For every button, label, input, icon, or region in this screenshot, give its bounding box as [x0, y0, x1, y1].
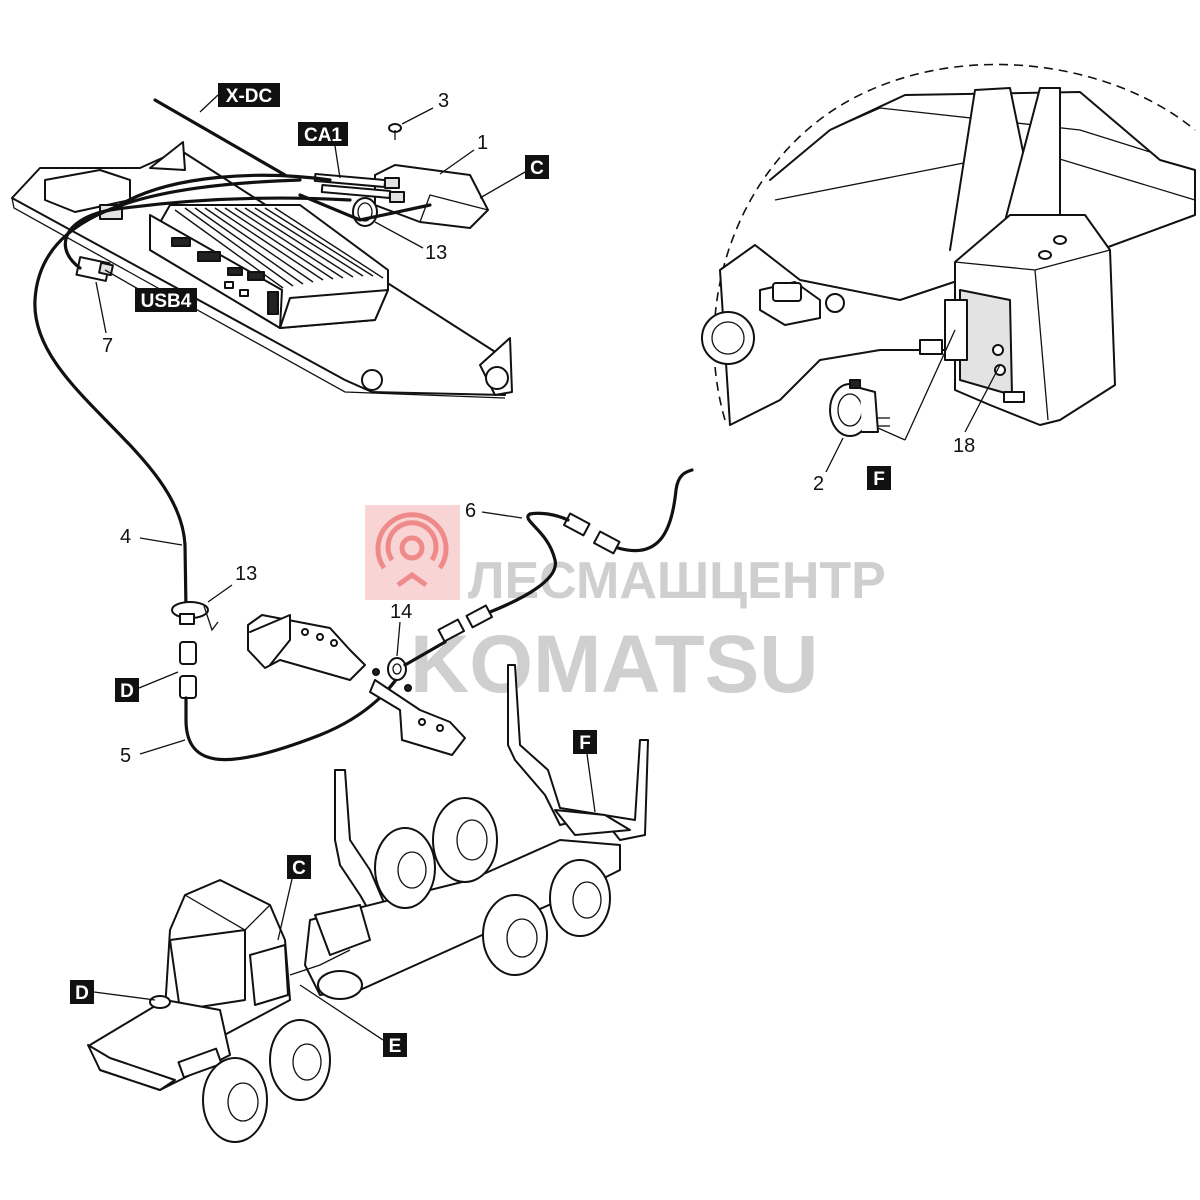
- callout-3: 3: [401, 90, 449, 125]
- wheel-rear-4: [549, 859, 611, 937]
- callout-13-top: 13: [374, 221, 447, 264]
- usb-plug-7: [75, 256, 114, 282]
- watermark-line2: KOMATSU: [410, 619, 818, 710]
- svg-text:13: 13: [235, 563, 257, 585]
- svg-text:CA1: CA1: [304, 125, 342, 146]
- tag-c-top: C: [479, 155, 549, 199]
- tag-f-machine: F: [573, 730, 597, 813]
- cable-usb: [63, 196, 352, 270]
- tag-f-detail: F: [867, 466, 891, 490]
- wheel-rear-1: [432, 797, 498, 883]
- svg-text:F: F: [579, 733, 591, 754]
- svg-text:D: D: [75, 983, 89, 1004]
- plate-knob-left: [361, 369, 383, 391]
- connector-d-lower: [179, 675, 197, 699]
- svg-text:5: 5: [120, 745, 131, 767]
- svg-text:F: F: [873, 469, 885, 490]
- cable-5: [184, 663, 407, 762]
- svg-text:3: 3: [438, 90, 449, 112]
- svg-text:13: 13: [425, 242, 447, 264]
- detail-view-f: [701, 63, 1196, 437]
- callout-7: 7: [95, 281, 113, 357]
- wheel-front-2: [269, 1019, 331, 1101]
- svg-text:D: D: [120, 681, 134, 702]
- bracket-assembly: [247, 614, 466, 756]
- callout-1: 1: [439, 132, 488, 175]
- tag-d-machine: D: [70, 980, 156, 1004]
- watermark-line1: ЛЕСМАШЦЕНТР: [468, 552, 886, 610]
- cable-tie-13-top: [352, 197, 378, 227]
- plate-lip-left: [149, 141, 186, 171]
- callout-2: 2: [813, 437, 844, 495]
- svg-text:2: 2: [813, 473, 824, 495]
- cable-4: [33, 178, 302, 699]
- callout-5: 5: [120, 739, 186, 767]
- svg-text:7: 7: [102, 335, 113, 357]
- wheel-rear-3: [482, 894, 548, 976]
- svg-text:6: 6: [465, 500, 476, 522]
- wheel-rear-2: [374, 827, 436, 909]
- svg-text:14: 14: [390, 601, 412, 623]
- wheel-front-1: [202, 1057, 268, 1143]
- cable-6: [403, 468, 694, 667]
- callout-18: 18: [877, 329, 1001, 457]
- watermark-logo-icon: [375, 512, 449, 588]
- tag-c-machine: C: [277, 855, 311, 941]
- svg-text:1: 1: [477, 132, 488, 154]
- connector-d-upper: [179, 641, 197, 665]
- forwarder-machine: [87, 664, 649, 1143]
- tag-e-machine: E: [299, 984, 407, 1057]
- plate-knob-right: [485, 366, 509, 390]
- tag-d-cable: D: [115, 671, 179, 702]
- svg-text:USB4: USB4: [141, 291, 192, 312]
- watermark: ЛЕСМАШЦЕНТР KOMATSU: [365, 505, 886, 710]
- svg-text:C: C: [530, 158, 544, 179]
- tag-ca1: CA1: [298, 122, 348, 179]
- antenna-plugs: [313, 172, 405, 203]
- cable-x-run: [298, 193, 432, 222]
- cable-ca1: [118, 173, 332, 207]
- computer-side: [279, 289, 389, 329]
- svg-text:C: C: [292, 858, 306, 879]
- svg-text:4: 4: [120, 526, 131, 548]
- sensor-2: [829, 379, 890, 437]
- tag-xdc: X-DC: [199, 83, 280, 113]
- computer-assembly: [11, 98, 513, 399]
- callout-6: 6: [465, 500, 523, 522]
- grommet-14: [387, 657, 407, 681]
- connector-module-face: [419, 194, 489, 223]
- svg-text:X-DC: X-DC: [226, 86, 273, 107]
- screw-3: [388, 123, 402, 140]
- computer-ports: [171, 237, 279, 315]
- heatsink-fins: [174, 207, 384, 289]
- callout-13-mid: 13: [207, 563, 257, 603]
- callout-4: 4: [120, 526, 183, 548]
- cable-xdc: [153, 98, 287, 177]
- svg-text:E: E: [389, 1036, 402, 1057]
- callout-14: 14: [390, 601, 412, 657]
- tag-usb4: USB4: [104, 269, 197, 312]
- svg-text:18: 18: [953, 435, 975, 457]
